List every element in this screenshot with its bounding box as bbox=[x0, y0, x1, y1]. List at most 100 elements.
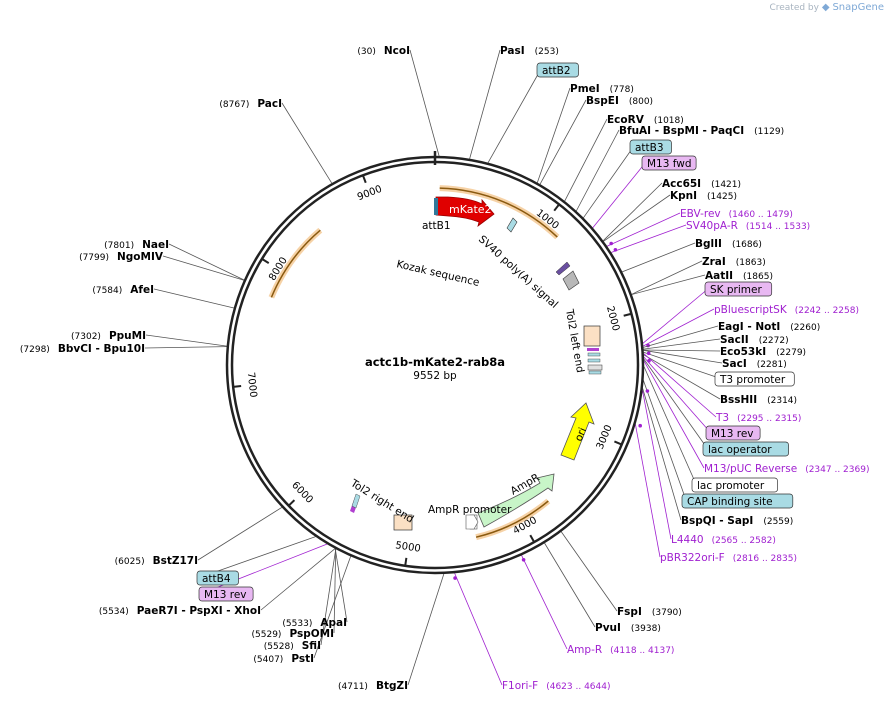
connector-line bbox=[145, 334, 227, 347]
label-site[interactable]: (30)NcoI bbox=[357, 45, 410, 57]
label-primer[interactable]: Amp-R(4118 .. 4137) bbox=[567, 644, 674, 656]
label-box[interactable]: M13 rev bbox=[705, 425, 761, 441]
ampr-arrow[interactable] bbox=[477, 473, 555, 528]
label-site[interactable]: (7584)AfeI bbox=[92, 284, 154, 296]
connector-line bbox=[521, 555, 568, 650]
label-site[interactable]: (8767)PacI bbox=[219, 98, 282, 110]
label-name: attB4 bbox=[202, 573, 231, 585]
orf-3-line[interactable] bbox=[270, 229, 321, 298]
label-site[interactable]: ZraI(1863) bbox=[702, 256, 766, 268]
label-site[interactable]: (5529)PspOMI bbox=[252, 628, 335, 640]
connector-line bbox=[643, 338, 721, 350]
orf-2-line[interactable] bbox=[475, 500, 549, 538]
label-site[interactable]: (5528)SfiI bbox=[264, 640, 321, 652]
label-position: (2281) bbox=[757, 360, 787, 370]
label-site[interactable]: SacI(2281) bbox=[722, 358, 787, 370]
label-text: AatII(1865) bbox=[705, 270, 773, 282]
label-primer[interactable]: EBV-rev(1460 .. 1479) bbox=[680, 208, 793, 220]
label-text: EBV-rev(1460 .. 1479) bbox=[680, 208, 793, 220]
label-name: EagI - NotI bbox=[718, 321, 780, 333]
label-site[interactable]: (7799)NgoMIV bbox=[79, 251, 164, 263]
label-position: (5528) bbox=[264, 642, 294, 652]
label-site[interactable]: BfuAI - BspMI - PaqCI(1129) bbox=[619, 125, 784, 137]
label-primer[interactable]: T3(2295 .. 2315) bbox=[715, 412, 801, 424]
connector-line bbox=[643, 353, 717, 418]
label-primer[interactable]: SV40pA-R(1514 .. 1533) bbox=[686, 220, 810, 232]
mkate2-label: mKate2 bbox=[449, 203, 492, 216]
label-box[interactable]: lac operator bbox=[702, 441, 789, 457]
label-box[interactable]: T3 promoter bbox=[714, 371, 795, 387]
connector-line bbox=[631, 260, 703, 295]
label-text: M13/pUC Reverse(2347 .. 2369) bbox=[704, 463, 869, 475]
label-box[interactable]: M13 fwd bbox=[641, 155, 697, 171]
label-site[interactable]: SacII(2272) bbox=[720, 334, 789, 346]
label-primer[interactable]: pBluescriptSK(2242 .. 2258) bbox=[714, 304, 859, 316]
label-site[interactable]: Eco53kI(2279) bbox=[720, 346, 806, 358]
label-site[interactable]: PmeI(778) bbox=[570, 83, 634, 95]
label-site[interactable]: BspEI(800) bbox=[586, 95, 653, 107]
label-box[interactable]: M13 rev bbox=[198, 586, 254, 602]
label-site[interactable]: FspI(3790) bbox=[617, 606, 682, 618]
label-primer[interactable]: L4440(2565 .. 2582) bbox=[671, 534, 776, 546]
label-position: (5407) bbox=[253, 655, 283, 665]
primer-binding-mark bbox=[453, 576, 457, 580]
label-site[interactable]: (7801)NaeI bbox=[104, 239, 169, 251]
label-site[interactable]: KpnI(1425) bbox=[670, 190, 737, 202]
label-name: FspI bbox=[617, 606, 642, 618]
label-site[interactable]: EcoRV(1018) bbox=[607, 114, 684, 126]
primer-marker-3 bbox=[351, 493, 361, 509]
tick-mark bbox=[404, 557, 408, 566]
connector-line bbox=[469, 49, 501, 160]
label-site[interactable]: BssHII(2314) bbox=[720, 394, 797, 406]
label-site[interactable]: (4711)BtgZI bbox=[338, 680, 408, 692]
label-position: (2559) bbox=[763, 517, 793, 527]
connector-line bbox=[334, 548, 348, 623]
label-site[interactable]: (6025)BstZ17I bbox=[115, 555, 198, 567]
label-position: (1686) bbox=[732, 240, 762, 250]
sv40-label: SV40 poly(A) signal bbox=[476, 233, 560, 311]
connector-line bbox=[631, 274, 706, 295]
label-primer[interactable]: M13/pUC Reverse(2347 .. 2369) bbox=[704, 463, 869, 475]
label-site[interactable]: PvuI(3938) bbox=[595, 622, 661, 634]
label-site[interactable]: BspQI - SapI(2559) bbox=[681, 515, 793, 527]
label-site[interactable]: (7302)PpuMI bbox=[71, 330, 146, 342]
mkate2-arrow[interactable] bbox=[435, 196, 495, 227]
primer-marker-1 bbox=[555, 261, 571, 276]
connector-line bbox=[643, 351, 720, 379]
label-box[interactable]: attB2 bbox=[536, 62, 579, 78]
label-position: (7799) bbox=[79, 253, 109, 263]
label-position: (30) bbox=[357, 47, 375, 57]
connector-line bbox=[168, 243, 245, 281]
ori-arrow[interactable] bbox=[560, 402, 595, 461]
label-position: (7298) bbox=[20, 345, 50, 355]
label-site[interactable]: (5533)ApaI bbox=[282, 617, 347, 629]
label-position: (7584) bbox=[92, 286, 122, 296]
label-site[interactable]: PasI(253) bbox=[500, 45, 559, 57]
label-site[interactable]: (7298)BbvCI - Bpu10I bbox=[20, 343, 145, 355]
label-primer[interactable]: pBR322ori-F(2816 .. 2835) bbox=[660, 552, 797, 564]
connector-line bbox=[564, 118, 608, 202]
label-box[interactable]: attB3 bbox=[629, 139, 672, 155]
label-site[interactable]: (5534)PaeR7I - PspXI - XhoI bbox=[99, 605, 261, 617]
label-site[interactable]: (5407)PstI bbox=[253, 653, 314, 665]
label-box[interactable]: lac promoter bbox=[691, 477, 778, 493]
connector-line bbox=[575, 129, 620, 212]
label-site[interactable]: EagI - NotI(2260) bbox=[718, 321, 820, 333]
label-position: (2347 .. 2369) bbox=[805, 465, 869, 475]
label-text: PasI(253) bbox=[500, 45, 559, 57]
label-primer[interactable]: F1ori-F(4623 .. 4644) bbox=[502, 680, 611, 692]
label-site[interactable]: Acc65I(1421) bbox=[662, 178, 741, 190]
tick-mark bbox=[233, 385, 242, 388]
label-name: M13 fwd bbox=[647, 158, 692, 170]
connector-line bbox=[313, 556, 352, 659]
label-box[interactable]: attB4 bbox=[196, 570, 239, 586]
orf-1-line[interactable] bbox=[439, 187, 558, 238]
label-name: PaeR7I - PspXI - XhoI bbox=[137, 605, 261, 617]
label-name: BssHII bbox=[720, 394, 757, 406]
label-box[interactable]: CAP binding site bbox=[681, 493, 794, 509]
label-name: BfuAI - BspMI - PaqCI bbox=[619, 125, 744, 137]
label-site[interactable]: BglII(1686) bbox=[695, 238, 762, 250]
connector-line bbox=[642, 388, 682, 521]
label-box[interactable]: SK primer bbox=[704, 281, 773, 297]
label-site[interactable]: AatII(1865) bbox=[705, 270, 773, 282]
